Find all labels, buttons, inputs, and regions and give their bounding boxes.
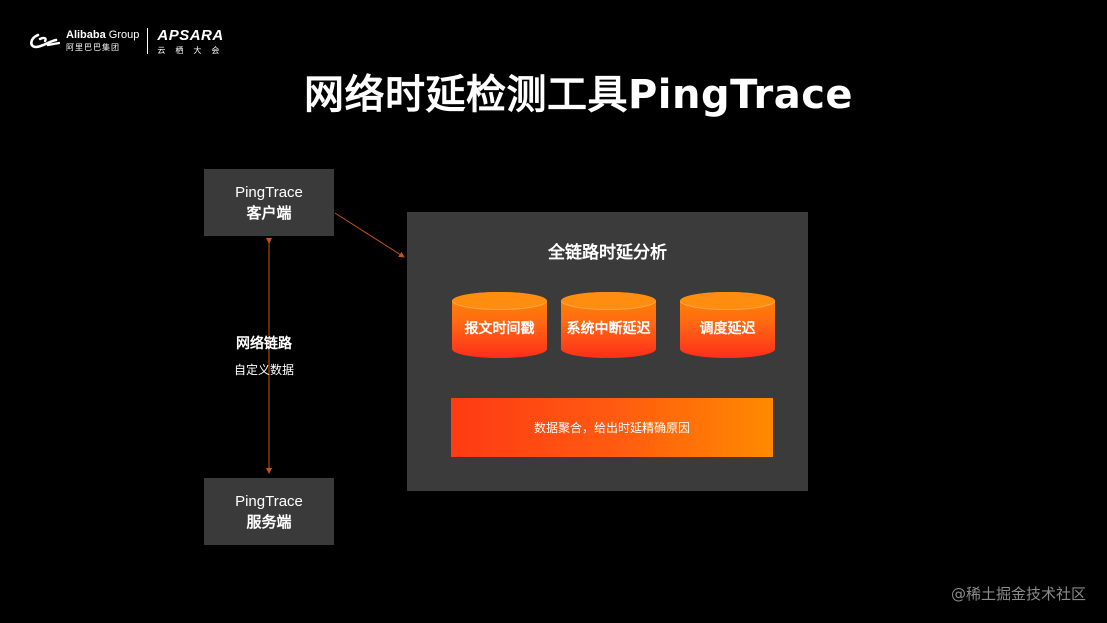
result-box: 数据聚合，给出时延精确原因 [451, 398, 773, 457]
analysis-panel: 全链路时延分析 报文时间戳 系统中断延迟 调度延迟 数据聚合，给出时延精确原因 [407, 212, 808, 491]
panel-title: 全链路时延分析 [548, 243, 667, 263]
cylinder-interrupt-delay: 系统中断延迟 [561, 292, 656, 358]
watermark: @稀土掘金技术社区 [950, 585, 1086, 603]
apsara-name: APSARA [157, 26, 224, 44]
alibaba-name: Alibaba Group [66, 29, 140, 41]
apsara-cn-name: 云栖大会 [157, 45, 230, 55]
client-box: PingTrace 客户端 [204, 169, 334, 236]
page-title: 网络时延检测工具PingTrace [303, 72, 854, 118]
server-name: PingTrace [235, 492, 303, 510]
server-box: PingTrace 服务端 [204, 478, 334, 545]
cylinder-schedule-delay: 调度延迟 [680, 292, 775, 358]
alibaba-cn-name: 阿里巴巴集团 [66, 43, 120, 52]
client-name: PingTrace [235, 183, 303, 201]
alibaba-logo-icon [30, 33, 61, 49]
link-label: 网络链路 [236, 336, 292, 352]
client-role: 客户端 [246, 203, 292, 222]
logo-divider [147, 28, 149, 54]
link-sublabel: 自定义数据 [234, 363, 295, 377]
client-panel-arrow [334, 212, 405, 258]
cylinder-timestamp: 报文时间戳 [452, 292, 547, 358]
server-role: 服务端 [246, 512, 292, 531]
header-logo: Alibaba Group 阿里巴巴集团 APSARA 云栖大会 [28, 24, 229, 58]
